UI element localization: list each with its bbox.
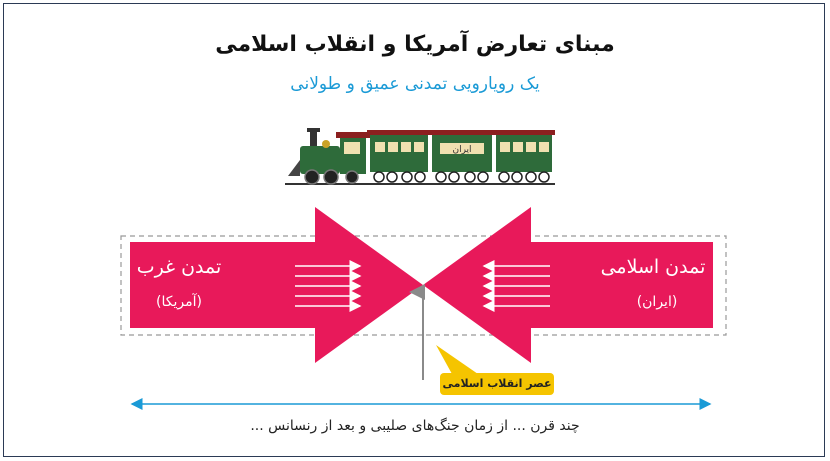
left-motion-lines [295, 260, 362, 312]
right-arrow-shape [423, 207, 713, 363]
wagon-label: ایران [452, 145, 471, 155]
right-arrow-title: تمدن اسلامی [600, 256, 706, 278]
right-arrow-subtitle: (ایران) [636, 294, 678, 310]
left-arrow-shape [130, 207, 423, 363]
left-arrow-subtitle: (آمریکا) [156, 294, 202, 310]
timeline-caption: چند قرن ... از زمان جنگ‌های صلیبی و بعد … [250, 418, 580, 434]
slide-frame [3, 3, 825, 457]
right-motion-lines [482, 260, 550, 312]
left-arrow-title: تمدن غرب [136, 256, 222, 278]
callout-label: عصر انقلاب اسلامی [442, 377, 552, 390]
slide-subtitle: یک رویارویی تمدنی عمیق و طولانی [290, 74, 540, 94]
train-wagons [367, 130, 555, 183]
slide-title: مبنای تعارض آمریکا و انقلاب اسلامی [215, 32, 615, 57]
train-illustration: ایران [285, 128, 555, 185]
locomotive [288, 128, 370, 185]
callout-bubble [436, 345, 554, 395]
